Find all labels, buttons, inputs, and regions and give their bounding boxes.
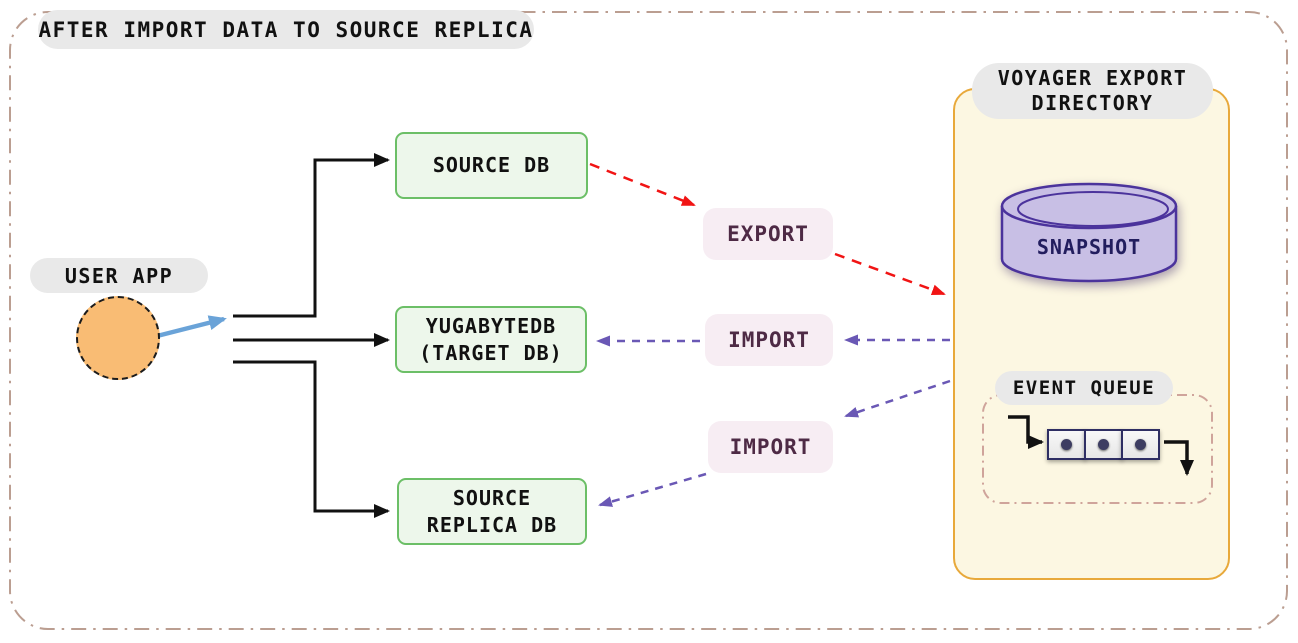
target-db-node: YUGABYTEDB (TARGET DB) (395, 306, 587, 373)
snapshot-cylinder-icon (1000, 182, 1178, 283)
arrow-fork-to-source-replica-icon (233, 360, 390, 518)
queue-outbound-arrow-icon (1164, 440, 1194, 476)
snapshot-label: SNAPSHOT (1036, 235, 1142, 259)
queue-item-dot-icon (1135, 439, 1146, 450)
queue-item-dot-icon (1098, 439, 1109, 450)
diagram-outer-border (9, 11, 1288, 630)
queue-cell (1084, 429, 1123, 460)
voyager-panel-title-text: VOYAGER EXPORT DIRECTORY (997, 66, 1188, 115)
voyager-panel-title: VOYAGER EXPORT DIRECTORY (972, 63, 1213, 119)
source-db-label: SOURCE DB (432, 153, 551, 177)
target-db-label: YUGABYTEDB (TARGET DB) (419, 313, 563, 365)
source-db-node: SOURCE DB (395, 132, 588, 199)
source-replica-db-label: SOURCE REPLICA DB (426, 485, 558, 537)
user-app-label: USER APP (30, 258, 208, 293)
arrow-source-db-to-export-icon (589, 162, 696, 207)
user-app-icon (76, 296, 160, 380)
event-queue-label: EVENT QUEUE (995, 371, 1173, 405)
queue-inbound-arrow-icon (1008, 415, 1044, 449)
queue-cell (1121, 429, 1160, 460)
queue-cell (1047, 429, 1086, 460)
queue-cells-icon (1047, 429, 1160, 460)
arrow-export-to-voyager-icon (834, 252, 946, 296)
queue-item-dot-icon (1061, 439, 1072, 450)
arrow-voyager-to-import-replica-icon (844, 379, 951, 418)
voyager-export-directory-panel (953, 88, 1230, 580)
arrow-fork-to-source-db-icon (233, 153, 390, 318)
snapshot-node: SNAPSHOT (1000, 181, 1178, 285)
arrow-import-to-source-replica-icon (598, 472, 707, 507)
diagram-title: AFTER IMPORT DATA TO SOURCE REPLICA (38, 10, 534, 49)
source-replica-db-node: SOURCE REPLICA DB (397, 478, 587, 545)
import-target-operation-label: IMPORT (705, 314, 833, 366)
export-operation-label: EXPORT (703, 208, 833, 260)
import-replica-operation-label: IMPORT (708, 421, 833, 473)
arrow-userapp-to-fork-icon (156, 315, 227, 339)
